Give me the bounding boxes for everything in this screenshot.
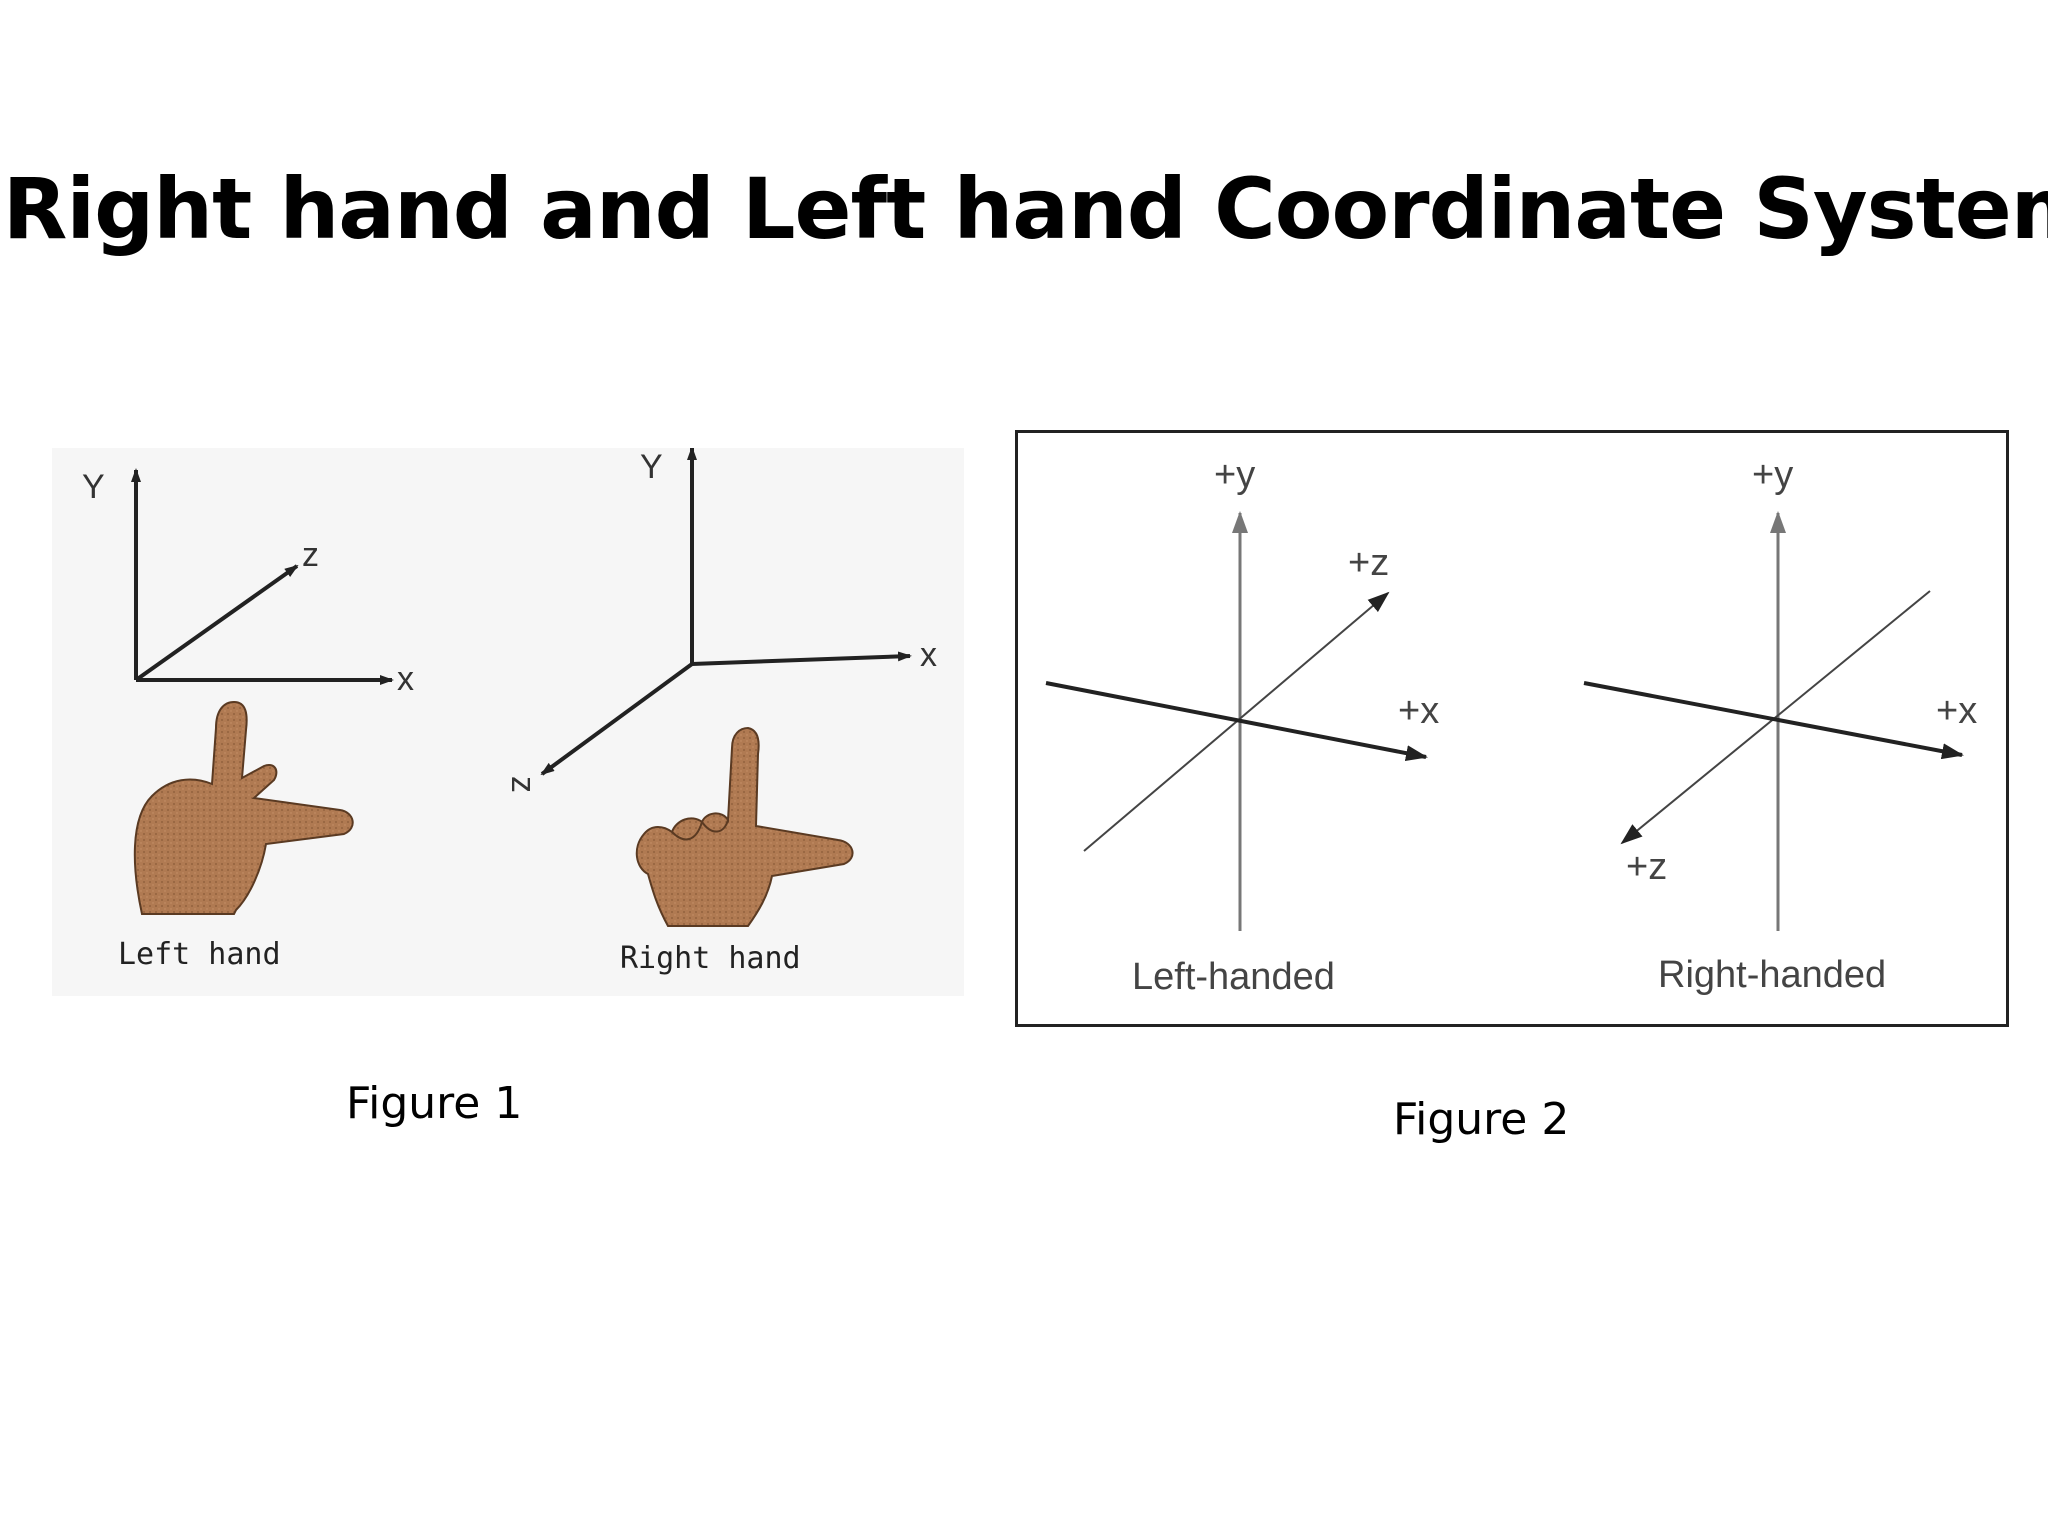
fig2-left-x-axis — [1045, 681, 1428, 762]
fig1-right-axes: Y x z — [504, 446, 937, 793]
fig1-right-z-label: z — [504, 776, 542, 793]
figure2-panel: +y +z +x Left-handed +y +x +z Right-hand… — [1015, 430, 2009, 1027]
fig1-right-y-label: Y — [640, 448, 663, 486]
fig1-left-x-label: x — [397, 660, 414, 698]
fig1-left-axes: Y z x — [82, 468, 414, 698]
figure2-caption: Figure 2 — [1393, 1094, 1570, 1145]
fig1-left-y-label: Y — [82, 468, 105, 506]
fig2-left-z-label: +z — [1348, 542, 1389, 584]
fig2-left-y-label: +y — [1214, 454, 1255, 496]
fig2-right-x-axis — [1583, 681, 1964, 760]
fig1-left-z-label: z — [302, 536, 319, 574]
fig2-right-name: Right-handed — [1658, 954, 1886, 996]
fig2-right-y-label: +y — [1752, 454, 1793, 496]
fig1-right-x-label: x — [920, 636, 937, 674]
fig2-left-system: +y +z +x Left-handed — [1045, 454, 1439, 998]
fig1-right-z-axis — [540, 662, 694, 776]
fig2-right-z-axis — [1620, 590, 1931, 845]
fig1-right-x-axis — [691, 651, 912, 666]
fig1-left-z-axis — [134, 564, 299, 682]
fig2-right-system: +y +x +z Right-handed — [1583, 454, 1977, 996]
figure2-drawing: +y +z +x Left-handed +y +x +z Right-hand… — [1045, 454, 1977, 998]
figure1-drawing: Y z x Left hand Y x z Ri — [82, 446, 937, 976]
figure1-caption: Figure 1 — [346, 1078, 523, 1129]
fig2-right-x-label: +x — [1936, 690, 1977, 732]
figure1-panel: Y z x Left hand Y x z Ri — [52, 446, 964, 996]
fig2-left-x-label: +x — [1398, 690, 1439, 732]
right-hand-illustration: Right hand — [620, 726, 854, 976]
fig2-right-z-label: +z — [1626, 846, 1667, 888]
slide-title: Right hand and Left hand Coordinate Syst… — [2, 160, 2048, 258]
left-hand-illustration: Left hand — [118, 700, 354, 972]
fig2-left-name: Left-handed — [1132, 956, 1335, 998]
fig1-right-hand-label: Right hand — [620, 941, 801, 976]
fig1-left-hand-label: Left hand — [118, 937, 281, 972]
